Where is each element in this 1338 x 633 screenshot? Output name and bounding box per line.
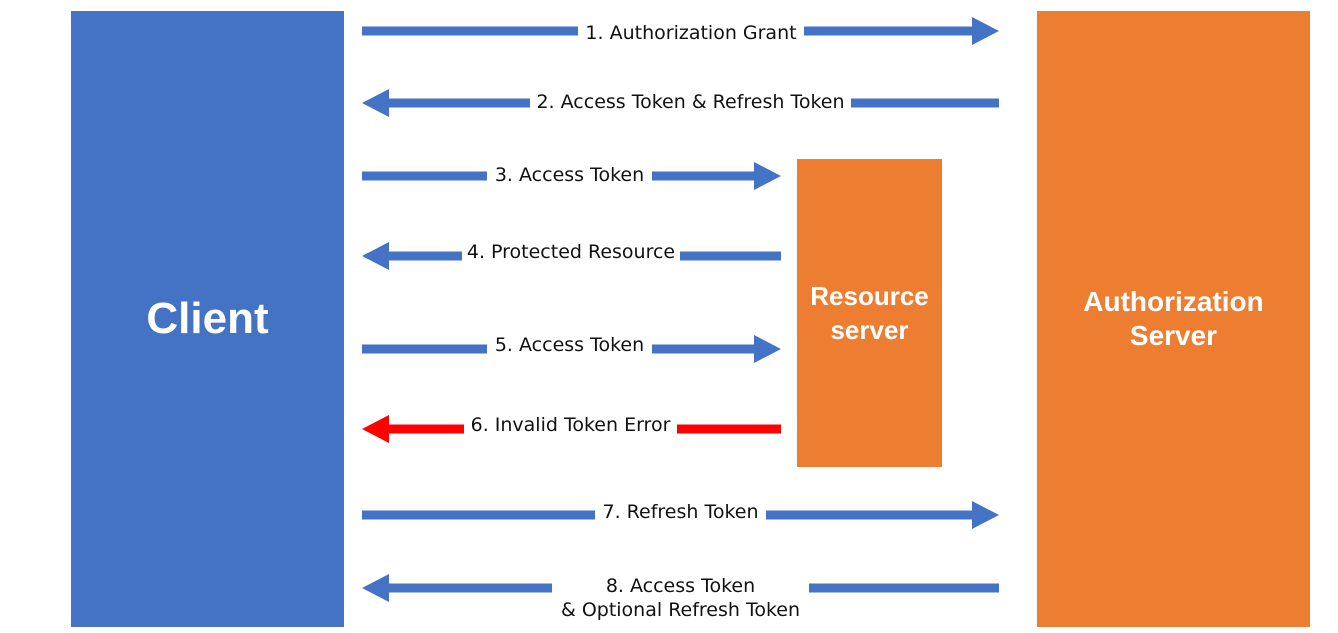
resource-server-box: Resource server <box>797 159 942 467</box>
message-arrow-1 <box>362 17 999 45</box>
arrow-head <box>362 415 389 443</box>
message-label-4: 4. Protected Resource <box>466 241 676 263</box>
message-label-3: 3. Access Token <box>494 164 645 186</box>
arrow-head <box>362 89 389 117</box>
authorization-server-box: Authorization Server <box>1037 11 1310 627</box>
message-label-5: 5. Access Token <box>494 334 645 356</box>
arrow-head <box>754 335 781 363</box>
authorization-server-label: Authorization Server <box>1083 286 1264 351</box>
resource-server-label: Resource server <box>810 281 929 345</box>
message-arrow-4 <box>362 242 781 270</box>
client-box: Client <box>71 11 344 627</box>
message-label-6: 6. Invalid Token Error <box>470 414 671 436</box>
message-label-1: 1. Authorization Grant <box>585 22 797 44</box>
arrow-head <box>754 162 781 190</box>
message-arrow-7 <box>362 501 999 529</box>
arrow-head <box>362 574 389 602</box>
message-label-8: 8. Access Token & Optional Refresh Token <box>560 575 801 621</box>
message-arrow-8 <box>362 574 999 602</box>
arrow-head <box>362 242 389 270</box>
message-label-2: 2. Access Token & Refresh Token <box>536 91 845 113</box>
client-label: Client <box>146 294 269 343</box>
message-arrow-2 <box>362 89 999 117</box>
message-arrow-3 <box>362 162 781 190</box>
message-arrow-6 <box>362 415 781 443</box>
arrow-head <box>972 501 999 529</box>
message-label-7: 7. Refresh Token <box>602 501 759 523</box>
message-arrow-5 <box>362 335 781 363</box>
arrow-head <box>972 17 999 45</box>
